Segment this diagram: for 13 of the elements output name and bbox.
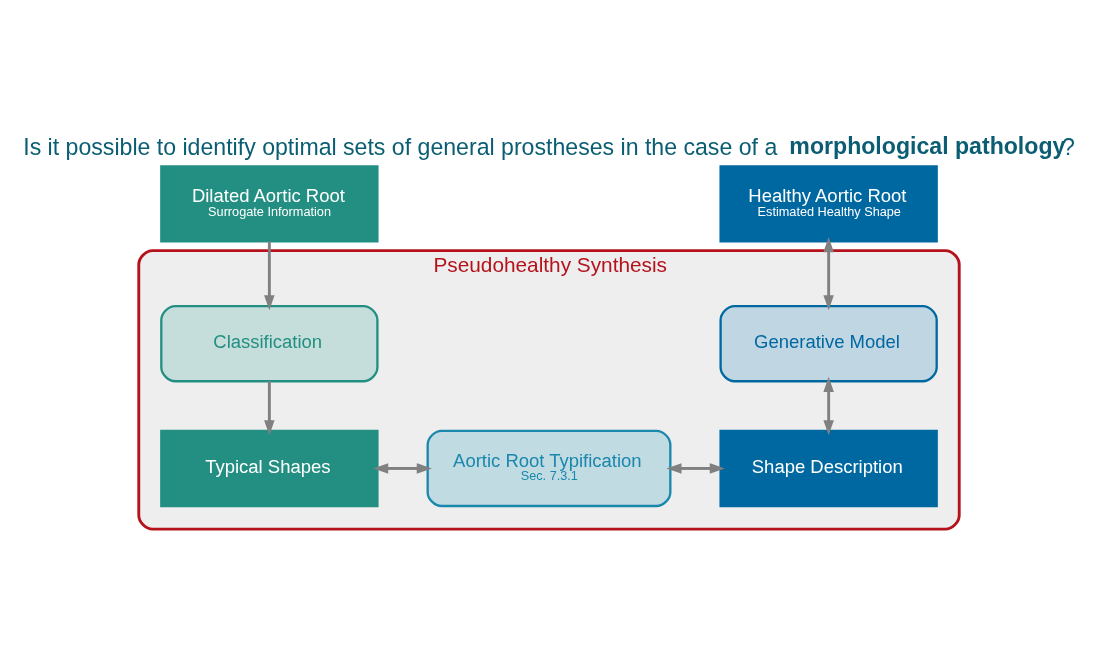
arrow bbox=[264, 241, 275, 311]
arrow bbox=[264, 381, 275, 436]
node-box: Healthy Aortic Root Estimated Healthy Shape bbox=[719, 165, 938, 243]
arrow bbox=[823, 237, 834, 311]
node-box: Shape Description bbox=[719, 429, 938, 508]
arrow bbox=[373, 463, 432, 474]
node-box: Classification bbox=[160, 304, 379, 383]
node-box: Typical Shapes bbox=[160, 429, 379, 508]
arrow bbox=[666, 463, 725, 474]
node-box: Aortic Root Typification Sec. 7.3.1 bbox=[426, 429, 672, 508]
arrow bbox=[823, 376, 834, 436]
node-box: Dilated Aortic Root Surrogate Information bbox=[160, 165, 379, 243]
node-box: Generative Model bbox=[719, 304, 938, 383]
